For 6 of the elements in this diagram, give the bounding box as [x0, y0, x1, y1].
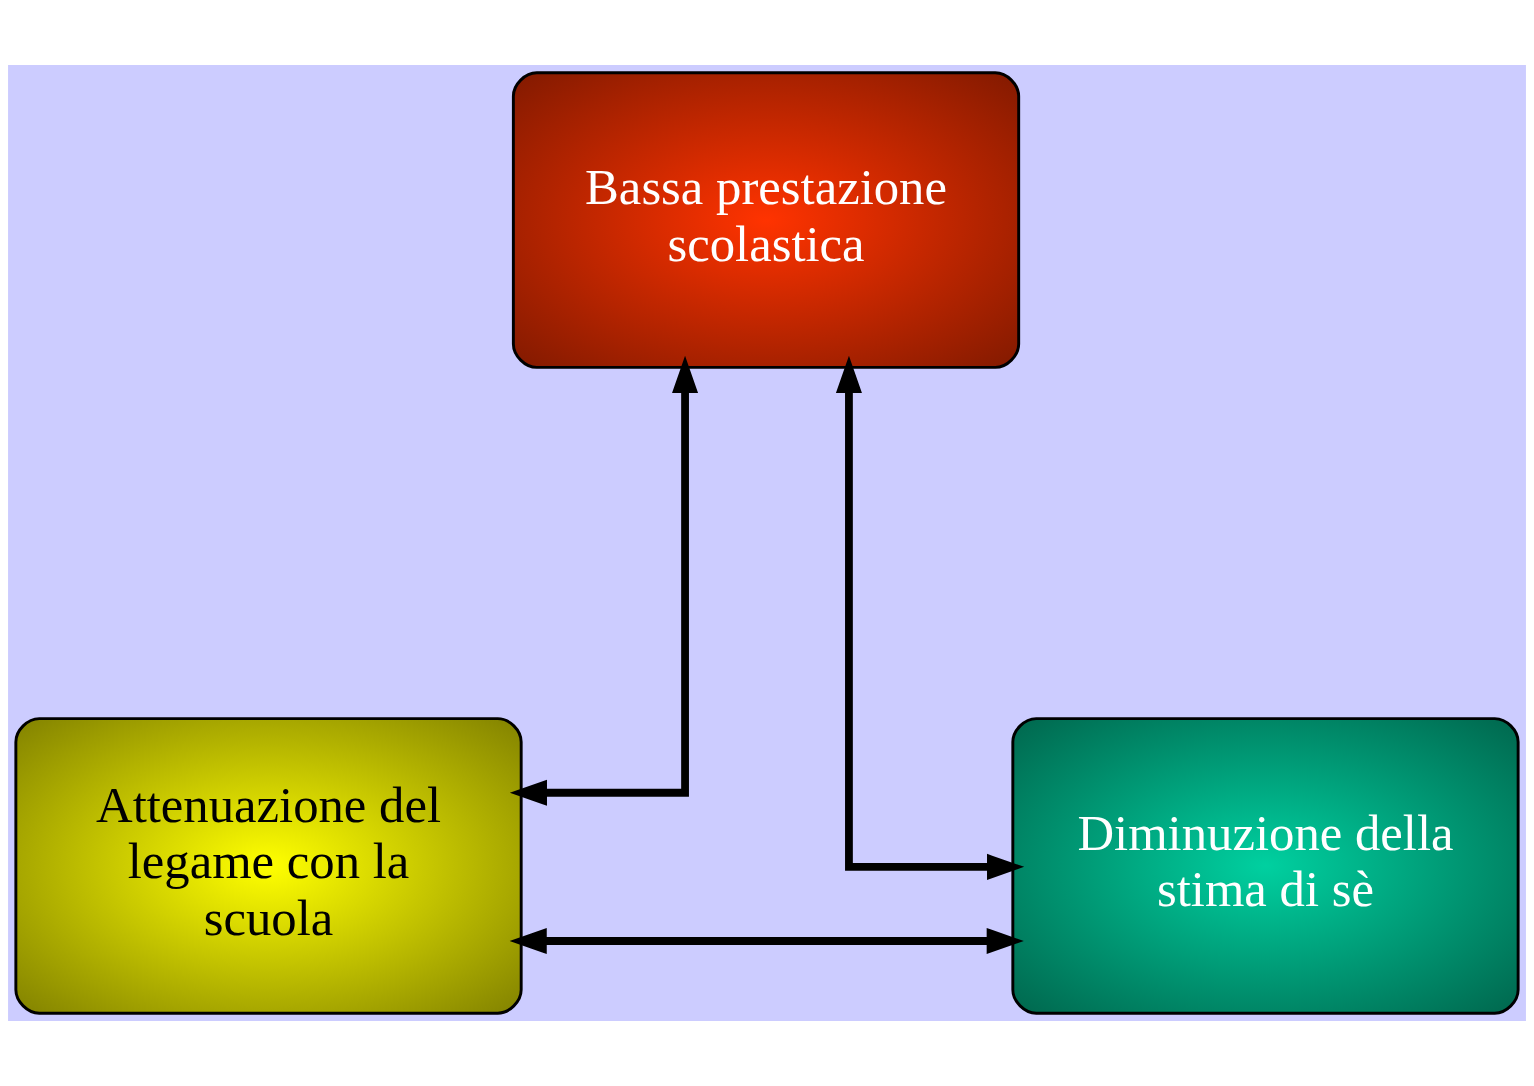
- arrow: [509, 928, 1024, 954]
- arrow: [509, 355, 699, 806]
- node-box: Attenuazione del legame con la scuola: [14, 717, 523, 1015]
- arrow: [835, 355, 1025, 880]
- node-box: Diminuzione della stima di sè: [1011, 717, 1520, 1015]
- node-box: Bassa prestazione scolastica: [511, 71, 1021, 369]
